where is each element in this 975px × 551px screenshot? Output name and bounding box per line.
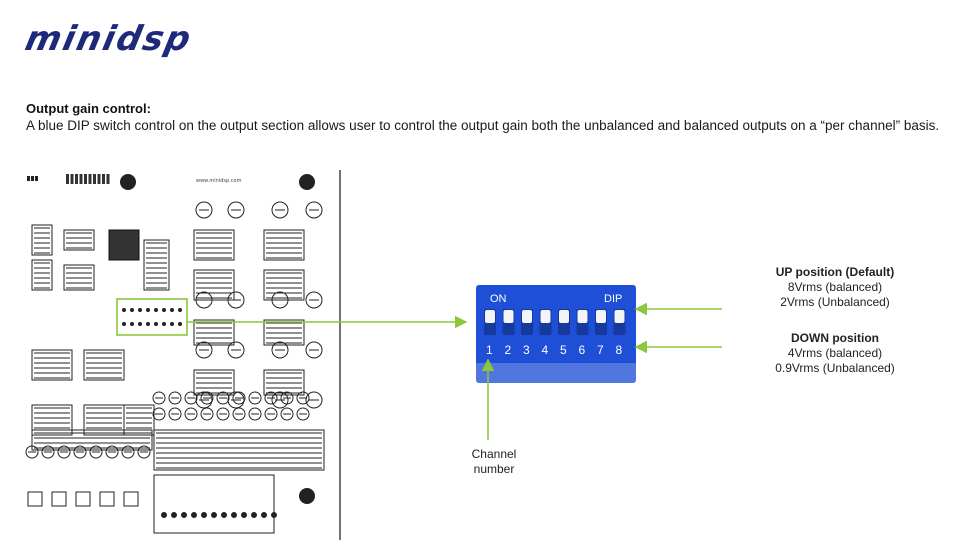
dip-toggle-5	[559, 310, 569, 323]
dip-toggle-8	[614, 310, 625, 323]
dip-toggle-6	[577, 310, 588, 323]
dip-toggle-3	[522, 310, 532, 323]
svg-text:www.minidsp.com: www.minidsp.com	[196, 178, 242, 184]
down-position-annotation: DOWN position 4Vrms (balanced) 0.9Vrms (…	[755, 331, 915, 376]
up-position-title: UP position (Default)	[775, 265, 895, 279]
dip-toggle-4	[540, 310, 551, 323]
down-position-title: DOWN position	[791, 331, 879, 345]
down-position-unbalanced: 0.9Vrms (Unbalanced)	[775, 361, 895, 375]
down-position-balanced: 4Vrms (balanced)	[787, 346, 883, 360]
section-description: A blue DIP switch control on the output …	[26, 118, 940, 133]
dip-number-4: 4	[542, 343, 549, 357]
dip-number-5: 5	[560, 343, 567, 357]
dip-number-3: 3	[523, 343, 530, 357]
channel-number-annotation: Channel number	[454, 447, 534, 477]
dip-number-8: 8	[616, 343, 623, 357]
up-position-balanced: 8Vrms (balanced)	[787, 280, 883, 294]
dip-number-7: 7	[597, 343, 604, 357]
up-position-unbalanced: 2Vrms (Unbalanced)	[780, 295, 890, 309]
pcb-board-image: www.minidsp.com	[24, 170, 344, 540]
dip-toggle-1	[485, 310, 495, 323]
minidsp-logo: minidsp	[21, 19, 197, 59]
up-position-annotation: UP position (Default) 8Vrms (balanced) 2…	[755, 265, 915, 310]
channel-number-line1: Channel	[471, 447, 517, 461]
dip-number-1: 1	[486, 343, 493, 357]
dip-on-label: ON	[490, 293, 507, 305]
dip-dip-label: DIP	[604, 293, 622, 305]
dip-number-2: 2	[505, 343, 512, 357]
section-title: Output gain control:	[26, 101, 151, 116]
channel-number-line2: number	[473, 462, 515, 476]
dip-toggle-7	[596, 310, 606, 323]
dip-toggle-2	[503, 310, 514, 323]
dip-number-6: 6	[579, 343, 586, 357]
